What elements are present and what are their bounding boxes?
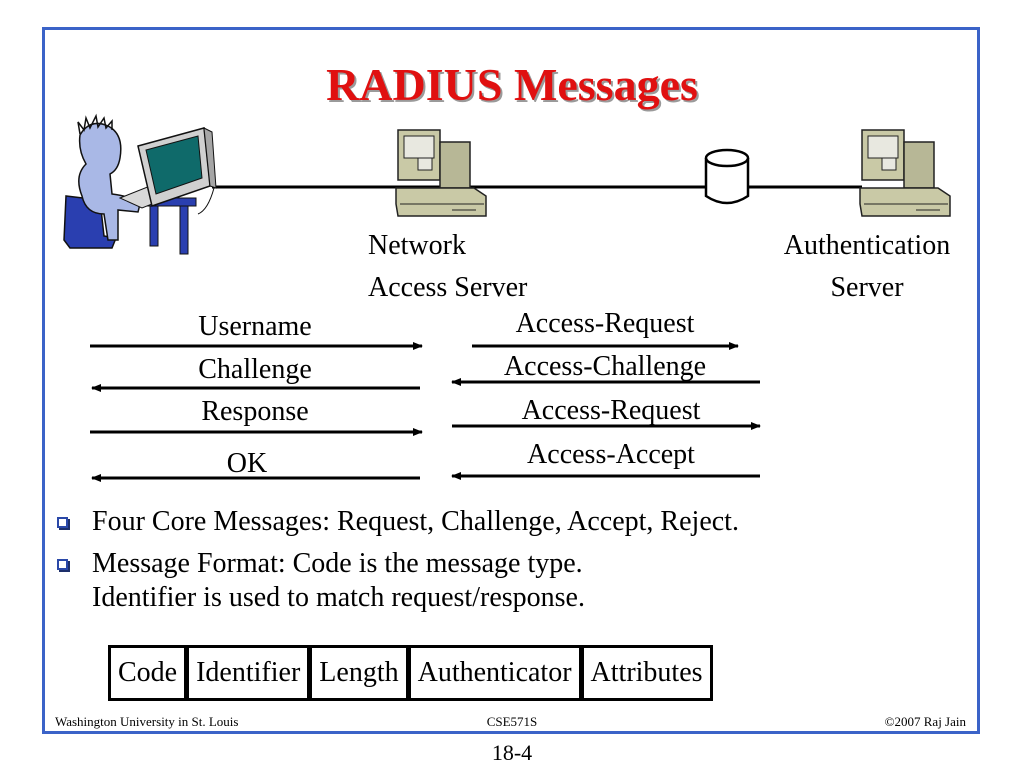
nas-label-line1: Network	[368, 230, 466, 261]
slide-title: RADIUS Messages	[326, 59, 698, 110]
message-arrows	[90, 342, 761, 482]
database-icon	[704, 148, 750, 205]
packet-field-identifier: Identifier	[184, 645, 312, 701]
footer-copyright: ©2007 Raj Jain	[884, 714, 966, 729]
square-bullet-icon	[57, 559, 68, 570]
bullet-text: Four Core Messages: Request, Challenge, …	[92, 506, 739, 537]
auth-server-computer-icon	[859, 129, 951, 217]
packet-field-code: Code	[107, 645, 189, 701]
user-at-computer-icon	[63, 113, 217, 255]
bullet-list: Four Core Messages: Request, Challenge, …	[57, 505, 957, 623]
page-number: 18-4	[491, 740, 533, 765]
message-label-username: Username	[198, 311, 312, 342]
square-bullet-icon	[57, 517, 68, 528]
message-label-challenge: Challenge	[198, 354, 312, 385]
auth-label-line2: Server	[830, 272, 904, 303]
network-diagram	[63, 113, 951, 255]
auth-label-line1: Authentication	[783, 230, 951, 261]
bullet-text: Message Format: Code is the message type…	[92, 548, 583, 579]
slide-frame	[42, 27, 980, 734]
footer-course: CSE571S	[486, 714, 538, 729]
bullet-item: Message Format: Code is the message type…	[57, 547, 957, 615]
bullet-text-continuation: Identifier is used to match request/resp…	[92, 582, 585, 613]
bullet-item: Four Core Messages: Request, Challenge, …	[57, 505, 957, 539]
footer-institution: Washington University in St. Louis	[55, 714, 239, 729]
message-label-access-request: Access-Request	[515, 308, 695, 339]
table-row: Code Identifier Length Authenticator Att…	[107, 645, 713, 701]
message-label-access-challenge: Access-Challenge	[503, 351, 707, 382]
packet-field-length: Length	[307, 645, 410, 701]
message-label-access-request-2: Access-Request	[521, 395, 701, 426]
radius-packet-format-table: Code Identifier Length Authenticator Att…	[107, 645, 713, 701]
message-label-ok: OK	[226, 448, 268, 479]
message-label-response: Response	[201, 396, 309, 427]
packet-field-attributes: Attributes	[578, 645, 713, 701]
nas-label-line2: Access Server	[368, 272, 528, 303]
nas-computer-icon	[395, 129, 487, 217]
message-label-access-accept: Access-Accept	[527, 439, 695, 470]
packet-field-authenticator: Authenticator	[405, 645, 583, 701]
